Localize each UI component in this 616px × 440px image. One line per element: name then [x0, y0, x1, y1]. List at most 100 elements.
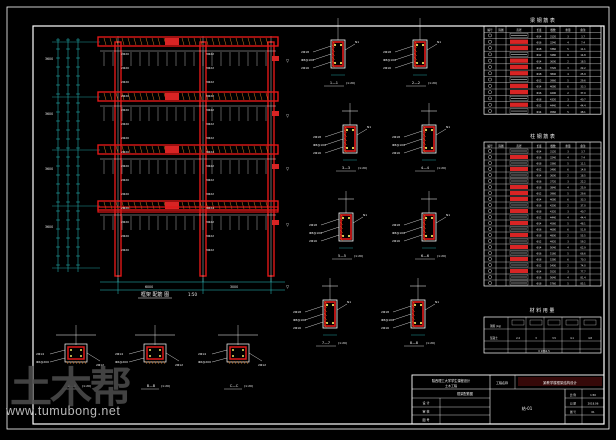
table-cell: 5760	[550, 283, 557, 286]
table-cell: 14.8	[580, 54, 586, 57]
bar-callout: 2Φ20	[121, 192, 129, 196]
beam-hatch	[157, 37, 161, 46]
leader-line	[403, 146, 423, 154]
leader-line	[312, 45, 332, 53]
bar-shape-cell	[510, 197, 528, 201]
table-cell: Φ14	[537, 35, 542, 38]
table-cell: 6	[567, 86, 569, 89]
section-hatch	[331, 60, 336, 65]
table-cell: 3	[567, 181, 569, 184]
beam-hatch	[127, 92, 131, 101]
table-cell: 55.5	[580, 235, 586, 238]
bar-callout: 2Φ20	[121, 80, 129, 84]
table-cell: Φ16	[537, 277, 542, 280]
table-cell: 6	[567, 169, 569, 172]
section-hatch	[65, 360, 69, 365]
bar-shape-cell	[510, 102, 528, 107]
section-hatch	[422, 149, 427, 154]
table-cell: 11.1	[580, 48, 586, 51]
beam-hatch	[235, 92, 239, 101]
beam-hatch	[229, 201, 233, 210]
bar-callout: 3Φ22	[206, 122, 214, 126]
bar-shape-cell	[509, 262, 529, 268]
section-hatch	[422, 229, 427, 234]
leader-callout: N1	[446, 125, 450, 129]
beam-hatch	[181, 37, 185, 46]
leader-line	[324, 146, 344, 154]
table-cell: 4080	[550, 199, 557, 202]
table-cell: Φ16	[537, 92, 542, 95]
section-hatch	[422, 237, 427, 242]
section-hatch	[422, 125, 427, 130]
leader-line	[403, 218, 423, 226]
table-header-cell: 直径	[516, 28, 522, 32]
table-title: 柱 钢 筋 表	[530, 133, 555, 140]
table-cell: Φ18	[537, 73, 542, 76]
beam-hatch	[199, 92, 203, 101]
table-cell: 5	[567, 111, 569, 114]
table-cell: Φ18	[537, 211, 542, 214]
table-cell: 5280	[550, 259, 557, 262]
section-scale: (1:20)	[354, 254, 363, 258]
table-row-marker	[488, 221, 492, 225]
rebar-dot	[80, 349, 82, 351]
table-row-marker	[488, 203, 492, 207]
bar-callout: 3Φ22	[206, 108, 214, 112]
table-cell: 25.9	[580, 187, 586, 190]
leader-callout: N1	[446, 213, 450, 217]
project-name-highlight	[518, 377, 602, 386]
table-cell: 48.1	[580, 223, 586, 226]
rebar-dot	[347, 234, 351, 238]
title-block-right-value: 01	[591, 410, 595, 414]
leader-line	[320, 218, 340, 226]
title-block-right-value: 1:50	[590, 393, 596, 397]
level-marker: ▽	[286, 222, 290, 227]
section-label: 8—8	[410, 341, 419, 345]
section-hatch	[68, 360, 72, 365]
rebar-dot	[333, 43, 337, 47]
table-cell: Φ12	[537, 105, 542, 108]
beam-hatch	[115, 92, 119, 101]
table-cell: Φ14	[537, 151, 542, 154]
bar-callout: 2Φ20	[121, 66, 129, 70]
leader-line	[336, 303, 348, 311]
rebar-dot	[430, 216, 434, 220]
table-row-marker	[488, 239, 492, 243]
table-cell: 3480	[550, 54, 557, 57]
rebar-dot	[331, 303, 335, 307]
bar-shape-cell	[509, 160, 529, 166]
material-total: Σ 1862.5	[538, 349, 550, 353]
section-hatch	[343, 145, 348, 150]
beam-hatch	[193, 37, 197, 46]
section-hatch	[323, 316, 328, 321]
beam-hatch	[253, 201, 257, 210]
table-cell: 3	[567, 241, 569, 244]
table-cell: 5	[567, 223, 569, 226]
leader-callout: 2Φ12	[258, 363, 266, 367]
table-cell: 4560	[550, 111, 557, 114]
bar-callout: 3Φ22	[206, 178, 214, 182]
table-cell: 4	[567, 187, 569, 190]
table-cell: Φ16	[537, 181, 542, 184]
beam-member	[97, 91, 279, 102]
leader-line	[394, 61, 414, 69]
beam-hatch	[217, 92, 221, 101]
table-cell: 33.3	[580, 86, 586, 89]
table-row-marker	[488, 269, 492, 273]
table-header-cell: 长度	[536, 144, 542, 148]
table-title: 材 料 用 量	[530, 307, 555, 314]
section-hatch	[422, 133, 427, 138]
column-tag	[272, 164, 279, 169]
rebar-dot	[419, 321, 423, 325]
beam-hatch	[133, 201, 137, 210]
rebar-dot	[232, 349, 234, 351]
table-row-marker	[488, 185, 492, 189]
table-cell: Φ18	[537, 187, 542, 190]
table-cell: 4.1	[570, 337, 574, 340]
rebar-dot	[341, 216, 345, 220]
table-cell: 2	[567, 205, 569, 208]
table-cell: 4	[567, 73, 569, 76]
rebar-dot	[339, 43, 343, 47]
